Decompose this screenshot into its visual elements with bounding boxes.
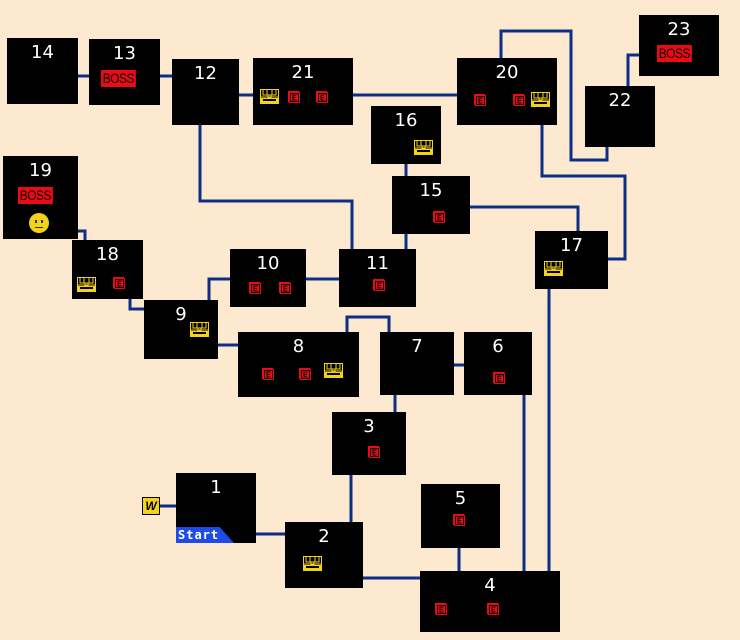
treasure-chest-icon <box>303 556 322 571</box>
enemy-icon <box>487 603 499 615</box>
room-number: 1 <box>210 477 222 498</box>
enemy-icon <box>513 94 525 106</box>
room-15[interactable]: 15 <box>392 176 470 234</box>
room-number: 7 <box>411 336 423 357</box>
room-16[interactable]: 16 <box>371 106 441 164</box>
room-21[interactable]: 21 <box>253 58 353 125</box>
room-17[interactable]: 17 <box>535 231 608 289</box>
room-number: 3 <box>363 416 375 437</box>
room-number: 17 <box>560 235 583 256</box>
room-11[interactable]: 11 <box>339 249 416 307</box>
room-6[interactable]: 6 <box>464 332 532 395</box>
corridor-17-20 <box>540 124 627 261</box>
room-3[interactable]: 3 <box>332 412 406 475</box>
enemy-icon <box>316 91 328 103</box>
warp-icon[interactable]: W <box>142 497 160 515</box>
start-badge: Start <box>176 527 234 543</box>
room-number: 2 <box>318 526 330 547</box>
room-number: 14 <box>31 42 54 63</box>
room-2[interactable]: 2 <box>285 522 363 588</box>
room-10[interactable]: 10 <box>230 249 306 307</box>
enemy-icon <box>299 368 311 380</box>
enemy-icon <box>288 91 300 103</box>
treasure-chest-icon <box>190 322 209 337</box>
corridor-7-8 <box>345 315 391 332</box>
room-number: 10 <box>256 253 280 274</box>
room-number: 6 <box>492 336 504 357</box>
enemy-icon <box>453 514 465 526</box>
treasure-chest-icon <box>544 261 563 276</box>
room-number: 16 <box>394 110 418 131</box>
enemy-icon <box>113 277 125 289</box>
room-5[interactable]: 5 <box>421 484 500 548</box>
treasure-chest-icon <box>260 89 279 104</box>
room-7[interactable]: 7 <box>380 332 454 395</box>
corridor-9-10 <box>207 277 230 300</box>
corridor-11-12 <box>198 124 354 250</box>
enemy-icon <box>279 282 291 294</box>
room-number: 4 <box>484 575 496 596</box>
boss-badge: BOSS <box>18 187 53 204</box>
corridor-15-17 <box>469 205 580 232</box>
enemy-icon <box>262 368 274 380</box>
corridor-18-19 <box>77 229 87 241</box>
room-number: 21 <box>291 62 315 83</box>
treasure-chest-icon <box>324 363 343 378</box>
treasure-chest-icon <box>531 92 550 107</box>
room-9[interactable]: 9 <box>144 300 218 359</box>
enemy-icon <box>474 94 486 106</box>
room-number: 9 <box>175 304 187 325</box>
boss-badge: BOSS <box>101 70 136 87</box>
room-20[interactable]: 20 <box>457 58 557 125</box>
treasure-chest-icon <box>414 140 433 155</box>
corridor-22-23 <box>626 53 640 87</box>
room-8[interactable]: 8 <box>238 332 359 397</box>
treasure-chest-icon <box>77 277 96 292</box>
enemy-icon <box>373 279 385 291</box>
room-number: 22 <box>608 90 632 111</box>
room-number: 5 <box>454 488 467 509</box>
room-12[interactable]: 12 <box>172 59 239 125</box>
room-number: 12 <box>194 63 217 84</box>
room-18[interactable]: 18 <box>72 240 143 299</box>
enemy-icon <box>493 372 505 384</box>
room-number: 20 <box>495 62 519 83</box>
room-number: 18 <box>96 244 119 265</box>
room-4[interactable]: 4 <box>420 571 560 632</box>
room-number: 8 <box>292 336 305 357</box>
boss-badge: BOSS <box>657 45 692 62</box>
enemy-icon <box>435 603 447 615</box>
room-number: 23 <box>667 19 691 40</box>
room-number: 13 <box>113 43 136 64</box>
enemy-icon <box>368 446 380 458</box>
room-number: 19 <box>29 160 52 181</box>
room-14[interactable]: 14 <box>7 38 78 104</box>
npc-face-icon <box>29 213 49 233</box>
room-22[interactable]: 22 <box>585 86 655 147</box>
room-number: 15 <box>419 180 443 201</box>
corridor-20-22 <box>499 29 609 162</box>
room-number: 11 <box>366 253 389 274</box>
enemy-icon <box>433 211 445 223</box>
corridor-9-18 <box>128 298 144 311</box>
enemy-icon <box>249 282 261 294</box>
